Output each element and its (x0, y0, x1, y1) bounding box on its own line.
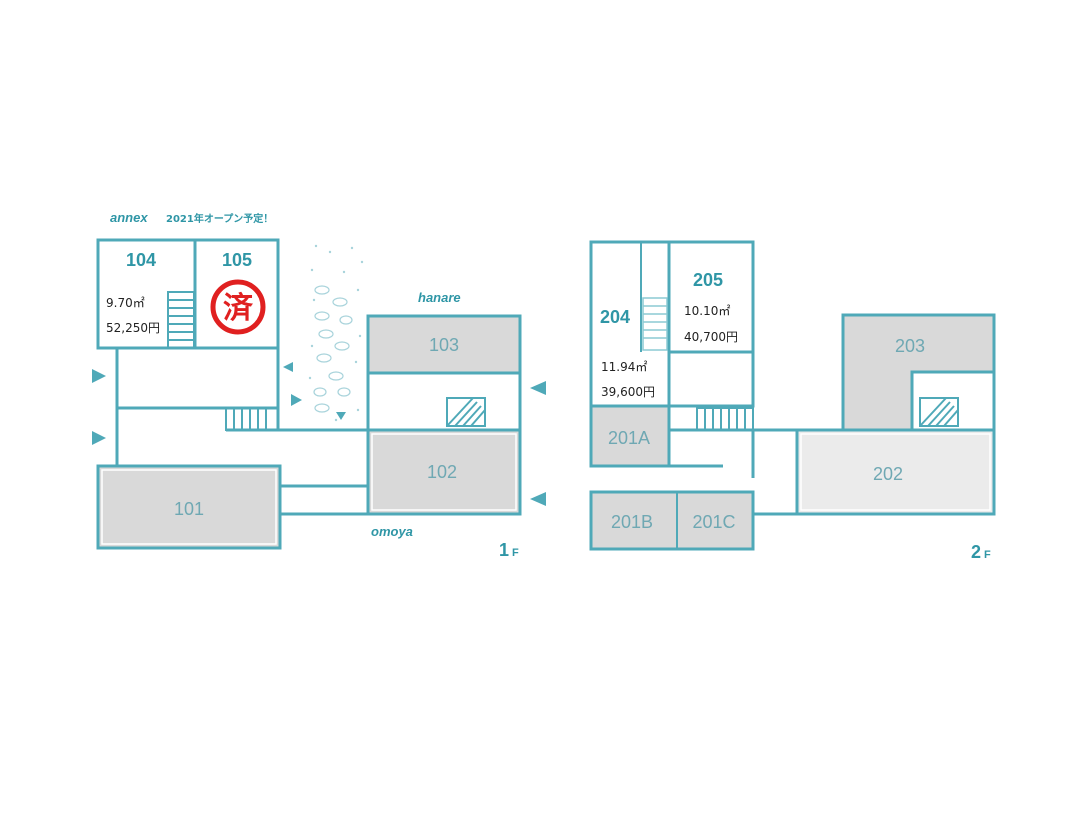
block-201B-201C (589, 490, 755, 551)
floor-1-suffix: F (512, 547, 519, 559)
entrance-arrow-icon (283, 362, 293, 372)
room-205-number: 205 (693, 270, 723, 290)
sold-stamp (210, 279, 266, 335)
room-201A-number: 201A (608, 428, 650, 448)
room-101-box (96, 464, 282, 550)
hanare-label: hanare (418, 290, 461, 305)
stairs-corridor-2f (696, 407, 754, 431)
room-205-area: 10.10㎡ (684, 304, 730, 318)
stairs-203 (919, 397, 959, 427)
room-203-box (841, 313, 996, 432)
stairs-hanare (446, 397, 486, 427)
room-202[interactable]: 202 (795, 428, 996, 516)
room-202-box (795, 428, 996, 516)
room-201A[interactable]: 201A (589, 404, 671, 468)
room-101-number: 101 (174, 499, 204, 519)
room-102-box (366, 428, 522, 516)
room-201C-number: 201C (692, 512, 735, 532)
room-204-number: 204 (600, 307, 630, 327)
room-204-price: 39,600円 (601, 385, 655, 399)
entrance-arrow-icon (92, 431, 106, 445)
floor-2-suffix: F (984, 549, 991, 561)
room-203[interactable]: 203 (841, 313, 996, 432)
room-104-area: 9.70㎡ (106, 296, 145, 310)
room-203-number: 203 (895, 336, 925, 356)
room-204[interactable]: 204 11.94㎡ 39,600円 (600, 307, 655, 399)
room-102[interactable]: 102 (366, 428, 522, 516)
floor-1-plan: annex 2021年オープン予定！ 104 9.70㎡ 52,250円 105… (92, 210, 546, 560)
room-201B-number: 201B (611, 512, 653, 532)
room-201B[interactable]: 201B (611, 512, 653, 532)
room-105-number: 105 (222, 250, 252, 270)
sold-stamp-text: 済 (223, 291, 254, 326)
entrance-arrow-icon (530, 492, 546, 506)
stairs-204 (642, 297, 668, 351)
floor-2-plan: 204 11.94㎡ 39,600円 205 10.10㎡ 40,700円 20 (589, 240, 996, 562)
annex-opening-note: 2021年オープン予定！ (166, 212, 273, 225)
room-104-price: 52,250円 (106, 321, 160, 335)
entrance-arrow-icon (291, 394, 302, 406)
room-103[interactable]: 103 (366, 314, 522, 375)
room-205-price: 40,700円 (684, 330, 738, 344)
entrance-arrow-icon (92, 369, 106, 383)
room-201C[interactable]: 201C (692, 512, 735, 532)
stairs-104 (167, 291, 195, 349)
room-204-area: 11.94㎡ (601, 360, 647, 374)
room-102-number: 102 (427, 462, 457, 482)
floor-1-number: 1 (499, 540, 509, 560)
room-205[interactable]: 205 10.10㎡ 40,700円 (684, 270, 738, 344)
room-105[interactable]: 105 済 (210, 250, 266, 335)
entrance-arrow-icon (530, 381, 546, 395)
room-101[interactable]: 101 (96, 464, 282, 550)
room-202-number: 202 (873, 464, 903, 484)
stepping-stones (308, 244, 364, 422)
floor-2-number: 2 (971, 542, 981, 562)
omoya-label: omoya (371, 524, 413, 539)
block-204-205-outline (589, 240, 755, 408)
room-104[interactable]: 104 9.70㎡ 52,250円 (106, 250, 160, 335)
stairs-corridor-1f (225, 407, 279, 431)
room-103-box (366, 314, 522, 375)
annex-label: annex (110, 210, 148, 225)
room-104-number: 104 (126, 250, 156, 270)
room-103-number: 103 (429, 335, 459, 355)
room-201A-box (589, 404, 671, 468)
